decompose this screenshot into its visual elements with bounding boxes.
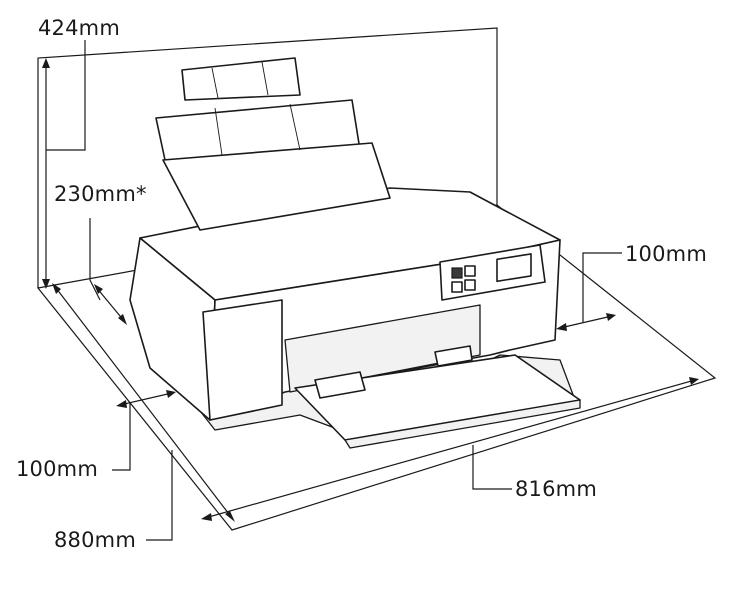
panel-button-2 (464, 265, 476, 277)
dim-right-100-leader (582, 252, 622, 322)
label-880mm: 880mm (54, 528, 136, 552)
back-wall-outline (37, 27, 498, 288)
label-424mm: 424mm (38, 16, 120, 40)
label-230mm: 230mm* (54, 182, 147, 206)
paper-support-top (181, 57, 301, 101)
dim-424-leader (46, 40, 86, 151)
panel-button-3 (451, 281, 463, 293)
panel-button-4 (464, 279, 476, 291)
dim-left-100-line (119, 392, 173, 406)
dim-230-leader (89, 218, 101, 301)
dim-right-100-line (559, 315, 613, 329)
dim-816-line (204, 379, 696, 519)
dim-880-line (55, 287, 233, 519)
tray-extension-right (434, 345, 473, 367)
paper-support-bottom (162, 142, 391, 231)
printer-left-side (129, 237, 216, 421)
dim-230-line (95, 286, 126, 323)
panel-button-1 (451, 267, 463, 279)
printer-front-left-panel (202, 299, 283, 421)
label-816mm: 816mm (515, 477, 597, 501)
label-right-100mm: 100mm (625, 242, 707, 266)
dim-816-leader (472, 445, 512, 490)
label-left-100mm: 100mm (16, 457, 98, 481)
dimension-arrowheads (42, 58, 699, 522)
output-tray-edge (344, 399, 581, 449)
tray-extension-left (314, 371, 366, 399)
dim-left-100-leader (112, 403, 131, 471)
printer-output-slot (284, 304, 481, 393)
dim-880-leader (146, 450, 173, 541)
lcd-screen (496, 253, 532, 283)
